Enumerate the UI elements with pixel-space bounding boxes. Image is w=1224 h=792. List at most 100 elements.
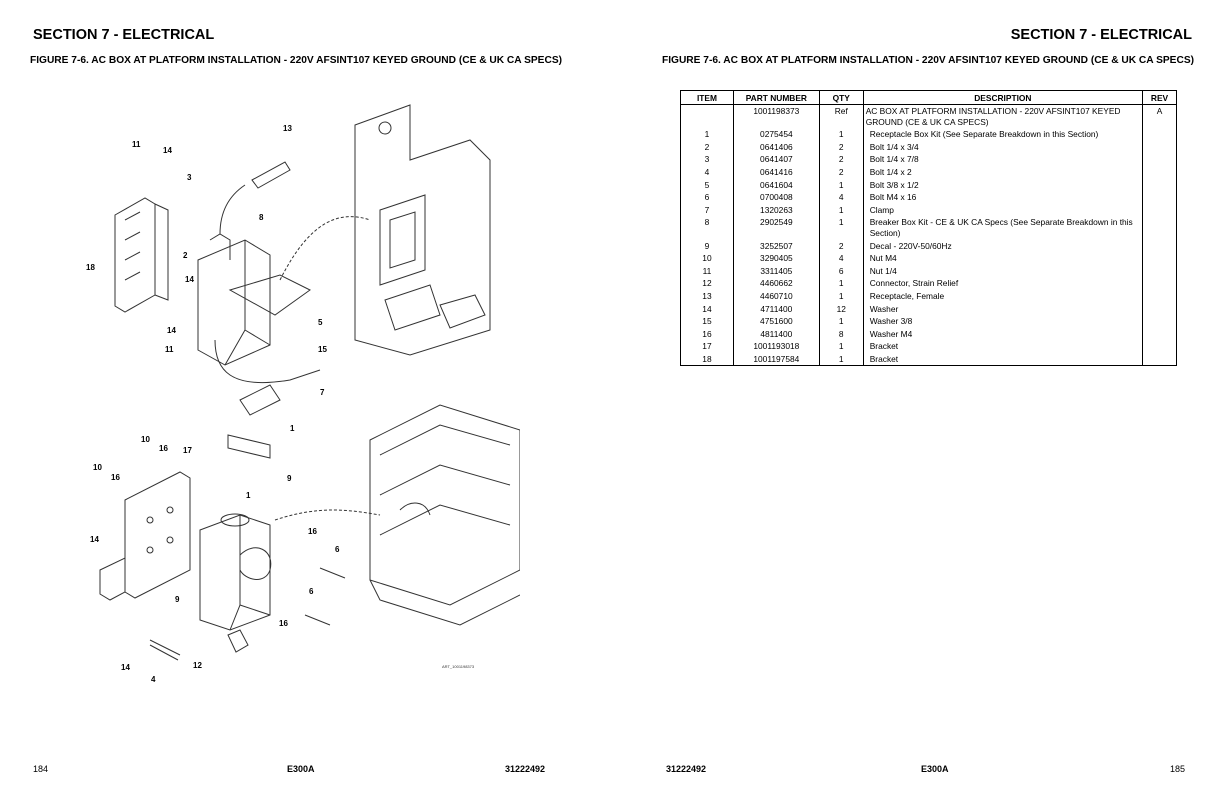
cell-rev — [1142, 352, 1177, 367]
cell-rev — [1142, 216, 1177, 240]
cell-description: Connector, Strain Relief — [862, 277, 1144, 290]
cell-qty: 12 — [818, 302, 864, 316]
cell-description: Washer M4 — [862, 327, 1144, 341]
cell-qty: 2 — [818, 140, 864, 154]
cell-item: 7 — [680, 203, 734, 217]
callout-label: 14 — [185, 275, 194, 284]
cell-qty: 1 — [818, 277, 864, 290]
parts-list-table: ITEM PART NUMBER QTY DESCRIPTION REV 100… — [680, 90, 1177, 367]
cell-part-number: 1001197584 — [732, 352, 820, 367]
callout-label: 3 — [187, 173, 192, 182]
document-number: 31222492 — [666, 764, 707, 774]
breaker-box-8-drawing — [197, 161, 321, 416]
callout-label: 14 — [163, 146, 172, 155]
callout-label: 11 — [132, 140, 141, 149]
callout-label: 14 — [167, 326, 176, 335]
cell-part-number: 0641407 — [732, 153, 820, 166]
right-page: SECTION 7 - ELECTRICAL FIGURE 7-6. AC BO… — [612, 0, 1224, 792]
bolt-4-drawing — [149, 639, 181, 661]
platform-basket-drawing — [274, 404, 520, 626]
cell-rev — [1142, 315, 1177, 328]
cell-qty: Ref — [818, 104, 864, 129]
cell-rev — [1142, 327, 1177, 341]
cell-part-number: 1001193018 — [732, 340, 820, 353]
page-number: 184 — [33, 764, 49, 774]
cell-item: 14 — [680, 302, 734, 316]
callout-label: 10 — [141, 435, 150, 444]
callout-label: 10 — [93, 463, 102, 472]
cell-part-number: 0275454 — [732, 128, 820, 141]
bolt-6-drawing — [304, 567, 346, 626]
callout-label: 14 — [90, 535, 99, 544]
cell-description: Bracket — [862, 352, 1144, 367]
cell-description: Washer — [862, 302, 1144, 316]
column-header-rev: REV — [1142, 90, 1177, 105]
cell-rev — [1142, 264, 1177, 278]
art-reference: ART_1001198373 — [442, 664, 475, 669]
cell-item: 10 — [680, 252, 734, 265]
callout-label: 11 — [165, 345, 174, 354]
column-header-qty: QTY — [818, 90, 864, 105]
cell-qty: 1 — [818, 203, 864, 217]
cell-part-number: 4460662 — [732, 277, 820, 290]
cell-part-number: 0641416 — [732, 165, 820, 179]
callout-label: 13 — [283, 124, 292, 133]
cell-part-number: 4711400 — [732, 302, 820, 316]
callout-label: 2 — [183, 251, 188, 260]
callout-label: 9 — [287, 474, 292, 483]
cell-description: Clamp — [862, 203, 1144, 217]
cell-item: 16 — [680, 327, 734, 341]
cell-item: 4 — [680, 165, 734, 179]
cell-part-number: 0641604 — [732, 178, 820, 192]
bracket-17-drawing — [99, 471, 191, 601]
cell-item: 17 — [680, 340, 734, 353]
cell-rev — [1142, 178, 1177, 192]
callout-label: 16 — [111, 473, 120, 482]
cell-description: Breaker Box Kit - CE & UK CA Specs (See … — [862, 216, 1144, 240]
cell-description: Bolt 3/8 x 1/2 — [862, 178, 1144, 192]
callout-label: 18 — [86, 263, 95, 272]
cell-part-number: 2902549 — [732, 216, 820, 240]
cell-qty: 2 — [818, 165, 864, 179]
callout-label: 15 — [318, 345, 327, 354]
cell-item: 1 — [680, 128, 734, 141]
cell-item: 13 — [680, 289, 734, 303]
cell-part-number: 3290405 — [732, 252, 820, 265]
cell-qty: 2 — [818, 239, 864, 253]
callout-label: 1 — [246, 491, 251, 500]
cell-item: 8 — [680, 216, 734, 240]
section-title: SECTION 7 - ELECTRICAL — [33, 27, 215, 43]
cell-rev — [1142, 165, 1177, 179]
callout-label: 8 — [259, 213, 264, 222]
callout-label: 1 — [290, 424, 295, 433]
cell-item: 2 — [680, 140, 734, 154]
cell-part-number: 4811400 — [732, 327, 820, 341]
callout-label: 5 — [318, 318, 323, 327]
cell-rev: A — [1142, 104, 1177, 129]
receptacle-box-1-drawing — [199, 513, 272, 653]
cell-item: 9 — [680, 239, 734, 253]
page-number: 185 — [1170, 764, 1186, 774]
model-name: E300A — [921, 764, 949, 774]
document-number: 31222492 — [505, 764, 546, 774]
cell-rev — [1142, 239, 1177, 253]
callout-label: 12 — [193, 661, 202, 670]
cell-item: 6 — [680, 191, 734, 204]
cell-qty: 1 — [818, 289, 864, 303]
cell-rev — [1142, 277, 1177, 290]
cell-description: Nut M4 — [862, 252, 1144, 265]
callout-label: 16 — [279, 619, 288, 628]
left-page: SECTION 7 - ELECTRICAL FIGURE 7-6. AC BO… — [30, 27, 562, 774]
cell-description: Nut 1/4 — [862, 264, 1144, 278]
cell-part-number: 4751600 — [732, 315, 820, 328]
